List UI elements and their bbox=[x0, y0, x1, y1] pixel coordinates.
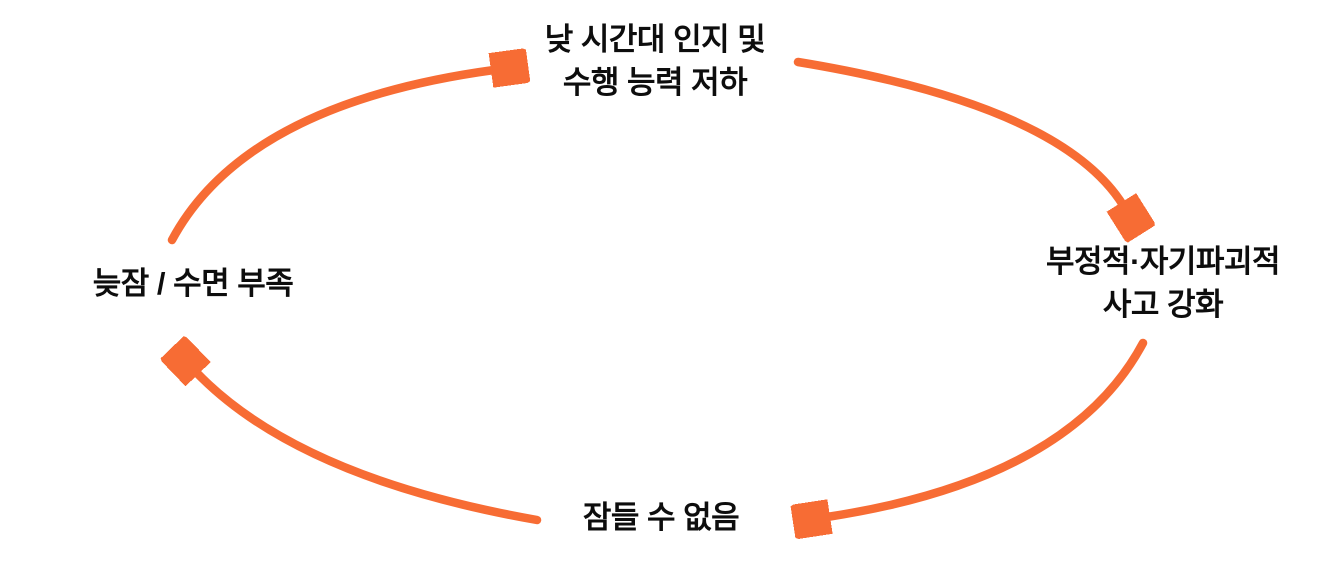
curved-arrow-bottom-to-left-icon bbox=[196, 372, 542, 525]
node-label-line: 사고 강화 bbox=[1102, 287, 1224, 322]
node-label-line: 늦잠 / 수면 부족 bbox=[92, 266, 294, 301]
node-label-line: 수행 능력 저하 bbox=[562, 65, 748, 100]
node-cannot-fall-asleep: 잠들 수 없음 bbox=[582, 496, 740, 539]
curved-arrow-left-to-top-icon bbox=[167, 70, 494, 245]
node-oversleep-sleep-deprivation: 늦잠 / 수면 부족 bbox=[93, 262, 294, 305]
node-daytime-cognitive-performance-decline: 낮 시간대 인지 및 수행 능력 저하 bbox=[544, 18, 766, 104]
node-label-line: 잠들 수 없음 bbox=[582, 500, 740, 535]
node-label-line: 부정적·자기파괴적 bbox=[1046, 244, 1280, 279]
curved-arrow-right-to-bottom-icon bbox=[827, 338, 1148, 517]
curved-arrow-top-to-right-icon bbox=[793, 57, 1123, 205]
node-label-line: 낮 시간대 인지 및 bbox=[544, 22, 766, 57]
node-negative-self-destructive-thinking: 부정적·자기파괴적 사고 강화 bbox=[1046, 240, 1280, 326]
